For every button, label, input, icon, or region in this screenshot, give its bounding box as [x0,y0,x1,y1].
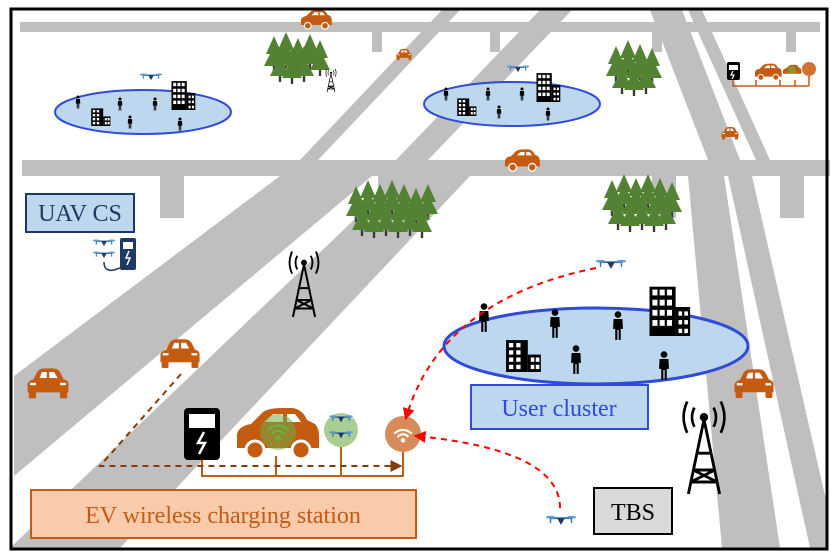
svg-text:User cluster: User cluster [501,396,616,422]
svg-text:UAV CS: UAV CS [38,201,122,227]
far-ev-charging-station [727,62,816,87]
wireless-charging-pad-icon [324,413,358,447]
ev-station-label-box: EV wireless charging station [30,489,417,539]
uav-from-pad-dashed-arrow [413,430,561,509]
tbs-label-box: TBS [593,487,673,535]
wireless-charging-pad-icon [385,416,421,452]
top-overpass-pillar [372,32,382,52]
antenna-tower-icon [325,68,337,93]
diagonal-road-lower-far-right [728,176,826,548]
diagonal-road-upper-left [300,10,460,160]
far-user-cluster-left [54,81,232,135]
middle-overpass [22,160,830,176]
middle-overpass-pillar [160,176,184,218]
diagonal-road-upper-right [650,10,740,160]
diagonal-road-lower-left [14,176,372,476]
diagonal-road-lower-mid [10,176,470,548]
drone-icon [594,258,628,270]
top-overpass-pillar [786,32,796,52]
uav-charging-station-icon [92,238,136,272]
tree-cluster-icon [264,32,330,84]
drone-icon [544,514,578,526]
charging-pile-icon [184,408,220,460]
diagram-frame [9,7,829,551]
ev-charging-station [184,406,421,477]
user-cluster-label-box: User cluster [470,384,649,430]
uav-to-pad-dashed-arrow [402,267,597,421]
top-overpass [20,22,820,32]
svg-text:TBS: TBS [611,500,655,526]
ev-route-dashed-arrow [97,373,403,472]
top-overpass-pillar [652,32,662,52]
middle-overpass-pillar [780,176,804,218]
svg-text:EV wireless charging station: EV wireless charging station [85,503,361,529]
far-user-cluster-mid [423,73,601,127]
top-overpass-pillar [490,32,500,52]
uav-cs-label-box: UAV CS [25,193,135,233]
drone-icon [139,72,163,81]
diagonal-road-upper-far-right [688,10,770,160]
